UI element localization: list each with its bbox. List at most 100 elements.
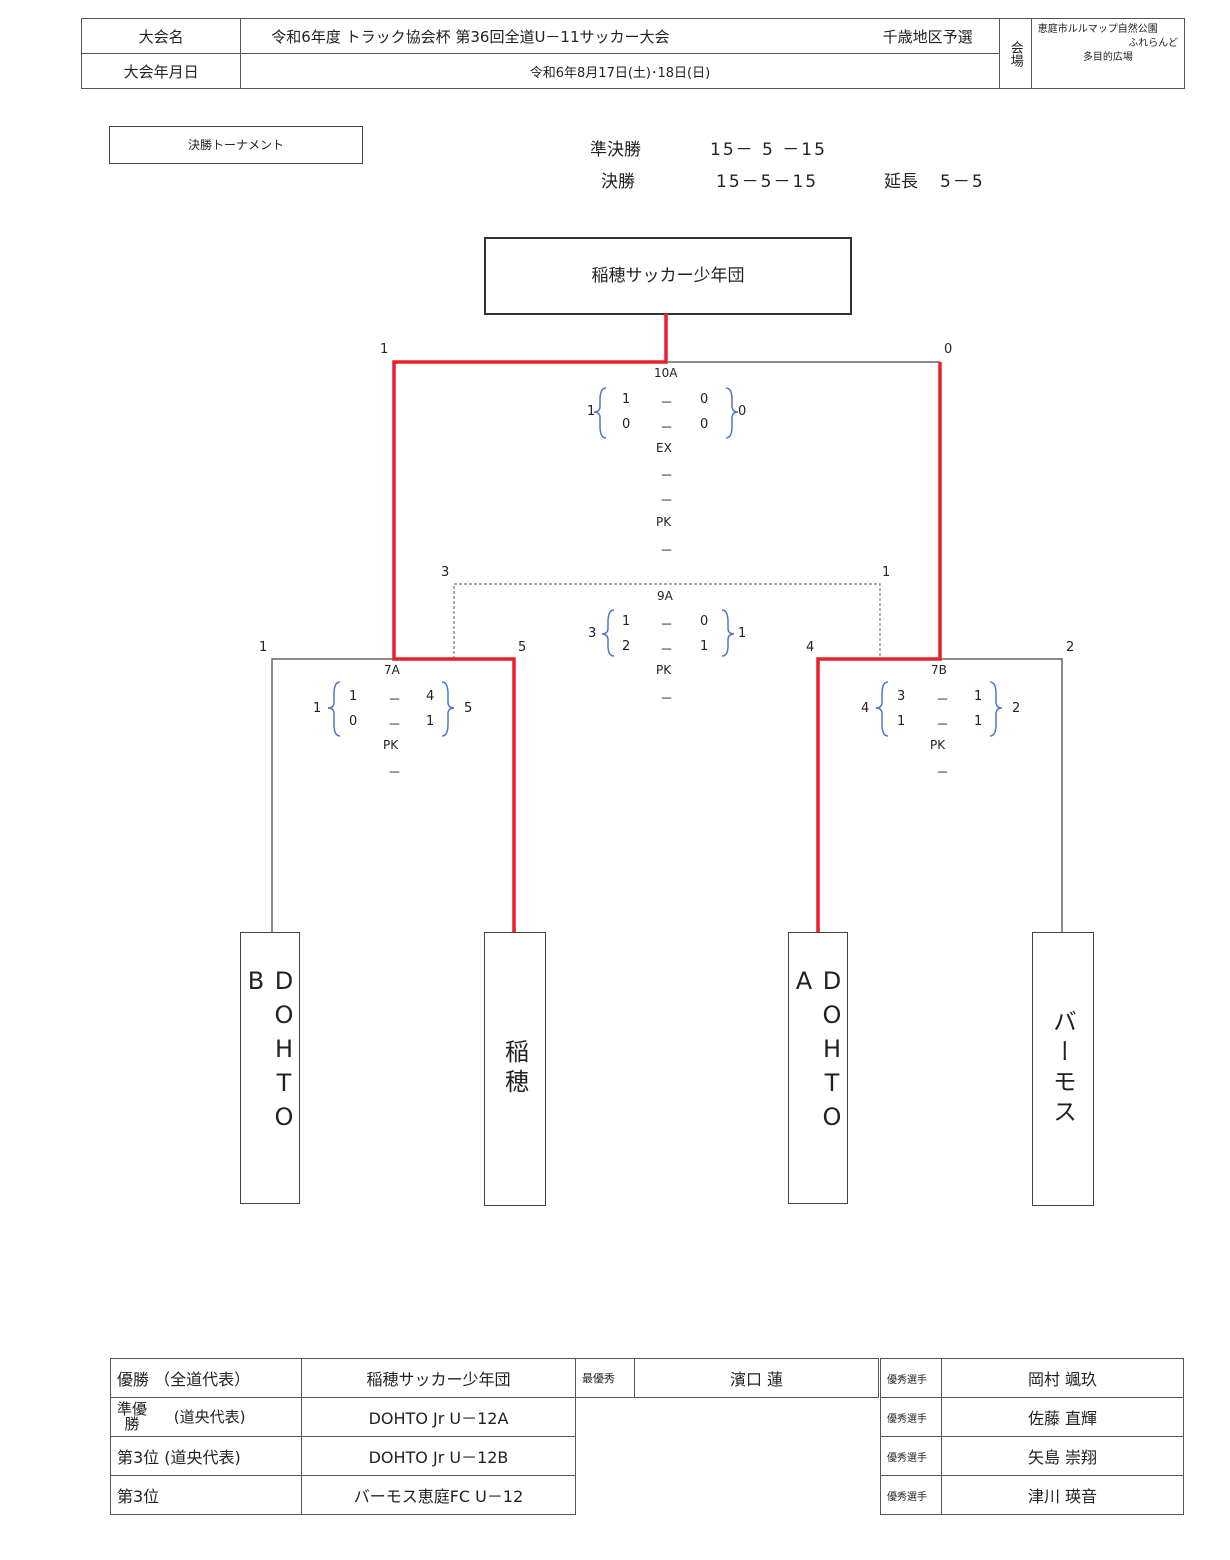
semi-a-h1-left: 1 [349, 689, 358, 704]
team-name-3: DOHTO A [790, 967, 846, 1137]
final-brace-left: 1 [587, 404, 596, 419]
label-venue: 会場 [998, 18, 1032, 89]
semi-a-id: 7A [384, 663, 400, 677]
venue-1: 恵庭市ルルマップ自然公園 [1037, 24, 1158, 35]
third-h2-dash: － [660, 643, 674, 658]
semi-b-h1-left: 3 [897, 689, 906, 704]
third-h1-right: 0 [700, 614, 709, 629]
final-right-total: 0 [944, 342, 953, 357]
third-brace-left: 3 [588, 626, 597, 641]
results-table: 優勝 （全道代表） 稲穂サッカー少年団 準優 勝 (道央代表) DOHTO Jr… [110, 1358, 576, 1515]
semi-b-brace-left: 4 [861, 701, 870, 716]
third-brace-right: 1 [738, 626, 747, 641]
best-player-2: 佐藤 直輝 [941, 1397, 1184, 1437]
best-label-1: 優秀選手 [880, 1358, 942, 1398]
third-place-line [453, 583, 881, 659]
semi-a-h1-right: 4 [426, 689, 435, 704]
team-box-2: 稲穂 [484, 932, 546, 1206]
third-h1-left: 1 [622, 614, 631, 629]
final-h1-dash: － [660, 396, 674, 411]
semi-a-h2-dash: － [388, 718, 402, 733]
result-4-team: バーモス恵庭FC U－12 [301, 1475, 576, 1515]
semi-b-left-total: 4 [806, 640, 815, 655]
tournament-name: 令和6年度 トラック協会杯 第36回全道U－11サッカー大会 [271, 27, 670, 46]
semi-b-pk-value: － [936, 766, 950, 781]
team-box-1: DOHTO B [240, 932, 300, 1204]
rule-final-time: 15－5－15 [716, 172, 819, 192]
rule-ext-time: 5－5 [940, 172, 985, 192]
semi-b-id: 7B [931, 663, 947, 677]
result-2-team: DOHTO Jr U－12A [301, 1397, 576, 1437]
best-players-table: 優秀選手 岡村 颯玖 優秀選手 佐藤 直輝 優秀選手 矢島 崇翔 優秀選手 津川… [880, 1358, 1184, 1515]
result-1-label: 優勝 （全道代表） [110, 1358, 302, 1398]
team-box-3: DOHTO A [788, 932, 848, 1204]
semi-b-h2-left: 1 [897, 714, 906, 729]
semi-a-h1-dash: － [388, 693, 402, 708]
final-h2-dash: － [660, 421, 674, 436]
label-date: 大会年月日 [80, 53, 242, 89]
final-ex-1: － [660, 469, 674, 484]
third-pk: PK [656, 663, 672, 677]
team-name-1: DOHTO B [242, 967, 298, 1137]
rule-ext-label: 延長 [884, 172, 918, 192]
semi-b-h2-dash: － [936, 718, 950, 733]
result-4-label: 第3位 [110, 1475, 302, 1515]
mvp-name: 濱口 蓮 [634, 1358, 879, 1398]
tournament-date: 令和6年8月17日(土)･18日(日) [240, 53, 1000, 89]
winner-path [392, 313, 942, 932]
team-box-4: バーモス [1032, 932, 1094, 1206]
semi-b-h1-right: 1 [974, 689, 983, 704]
best-label-2: 優秀選手 [880, 1397, 942, 1437]
tournament-region: 千歳地区予選 [882, 27, 973, 46]
result-3-team: DOHTO Jr U－12B [301, 1436, 576, 1476]
result-1-team: 稲穂サッカー少年団 [301, 1358, 576, 1398]
final-h1-right: 0 [700, 392, 709, 407]
semi-b-h1-dash: － [936, 693, 950, 708]
final-brace-right: 0 [738, 404, 747, 419]
semi-b-pk: PK [930, 738, 946, 752]
third-h2-left: 2 [622, 639, 631, 654]
best-player-4: 津川 瑛音 [941, 1475, 1184, 1515]
semi-b-brace-right: 2 [1012, 701, 1021, 716]
semi-a-left-total: 1 [259, 640, 268, 655]
rule-semi-label: 準決勝 [590, 140, 641, 160]
section-title-box: 決勝トーナメント [109, 126, 363, 164]
result-2-label-b: 勝 [124, 1415, 140, 1433]
third-right-total: 1 [882, 565, 891, 580]
semi-a-h2-right: 1 [426, 714, 435, 729]
champion-name: 稲穂サッカー少年団 [591, 266, 745, 286]
final-h2-left: 0 [622, 417, 631, 432]
result-2-label-a: 準優 [117, 1400, 148, 1418]
final-h1-left: 1 [622, 392, 631, 407]
semi-a-h2-left: 0 [349, 714, 358, 729]
final-ex-2: － [660, 494, 674, 509]
semi-b-right-total: 2 [1066, 640, 1075, 655]
third-pk-value: － [660, 692, 674, 707]
champion-box: 稲穂サッカー少年団 [484, 237, 852, 315]
rule-final-label: 決勝 [601, 172, 635, 192]
third-id: 9A [657, 589, 673, 603]
section-title: 決勝トーナメント [187, 138, 284, 152]
semi-a-brace-right: 5 [464, 701, 473, 716]
third-left-total: 3 [441, 565, 450, 580]
final-pk: PK [656, 515, 672, 529]
team-name-2: 稲穂 [500, 1039, 529, 1099]
final-h2-right: 0 [700, 417, 709, 432]
result-3-label: 第3位 (道央代表) [110, 1436, 302, 1476]
best-label-4: 優秀選手 [880, 1475, 942, 1515]
semi-b-h2-right: 1 [974, 714, 983, 729]
semi-a-right-total: 5 [518, 640, 527, 655]
venue-2: ふれらんど [1128, 38, 1178, 49]
mvp-label: 最優秀 [575, 1358, 635, 1398]
final-id: 10A [654, 366, 678, 380]
semi-a-pk: PK [383, 738, 399, 752]
third-h2-right: 1 [700, 639, 709, 654]
team-name-4: バーモス [1048, 1009, 1077, 1129]
best-player-3: 矢島 崇翔 [941, 1436, 1184, 1476]
mvp-table: 最優秀 濱口 蓮 [575, 1358, 879, 1398]
third-h1-dash: － [660, 618, 674, 633]
semi-a-pk-value: － [388, 766, 402, 781]
rule-semi-time: 15－ 5 －15 [710, 140, 827, 160]
best-player-1: 岡村 颯玖 [941, 1358, 1184, 1398]
